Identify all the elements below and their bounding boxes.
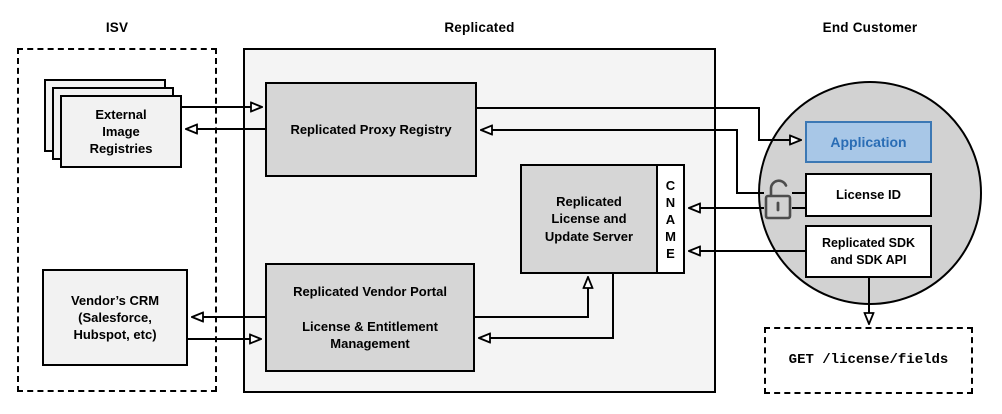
open-padlock-icon xyxy=(764,179,792,220)
external-registries-label: External Image Registries xyxy=(89,106,153,157)
get-license-fields-label: GET /license/fields xyxy=(788,352,949,369)
section-label-isv: ISV xyxy=(105,20,129,35)
external-registries-box: External Image Registries xyxy=(60,95,182,168)
vendor-crm-box: Vendor’s CRM (Salesforce, Hubspot, etc) xyxy=(42,269,188,366)
replicated-sdk-label: Replicated SDK and SDK API xyxy=(821,236,916,267)
replicated-sdk-box: Replicated SDK and SDK API xyxy=(805,225,932,278)
edge-proxy-to-application xyxy=(477,107,801,140)
proxy-registry-box: Replicated Proxy Registry xyxy=(265,82,477,177)
cname-box: C N A M E xyxy=(656,164,685,274)
proxy-registry-label: Replicated Proxy Registry xyxy=(290,121,452,137)
license-update-server-label: Replicated License and Update Server xyxy=(544,194,634,244)
section-label-end-customer: End Customer xyxy=(822,20,918,35)
license-id-label: License ID xyxy=(835,187,902,203)
edge-server-to-portal xyxy=(479,274,614,338)
edge-portal-to-server xyxy=(475,277,588,318)
vendor-crm-label: Vendor’s CRM (Salesforce, Hubspot, etc) xyxy=(70,292,160,343)
vendor-portal-box: Replicated Vendor Portal License & Entit… xyxy=(265,263,475,372)
section-label-replicated: Replicated xyxy=(444,20,515,35)
vendor-portal-label: Replicated Vendor Portal License & Entit… xyxy=(293,284,447,351)
cname-label: C N A M E xyxy=(665,177,676,261)
license-id-box: License ID xyxy=(805,173,932,217)
license-update-server-box: Replicated License and Update Server xyxy=(520,164,658,274)
application-label: Application xyxy=(830,133,907,150)
get-license-fields-box: GET /license/fields xyxy=(764,327,973,394)
application-box: Application xyxy=(805,121,932,163)
